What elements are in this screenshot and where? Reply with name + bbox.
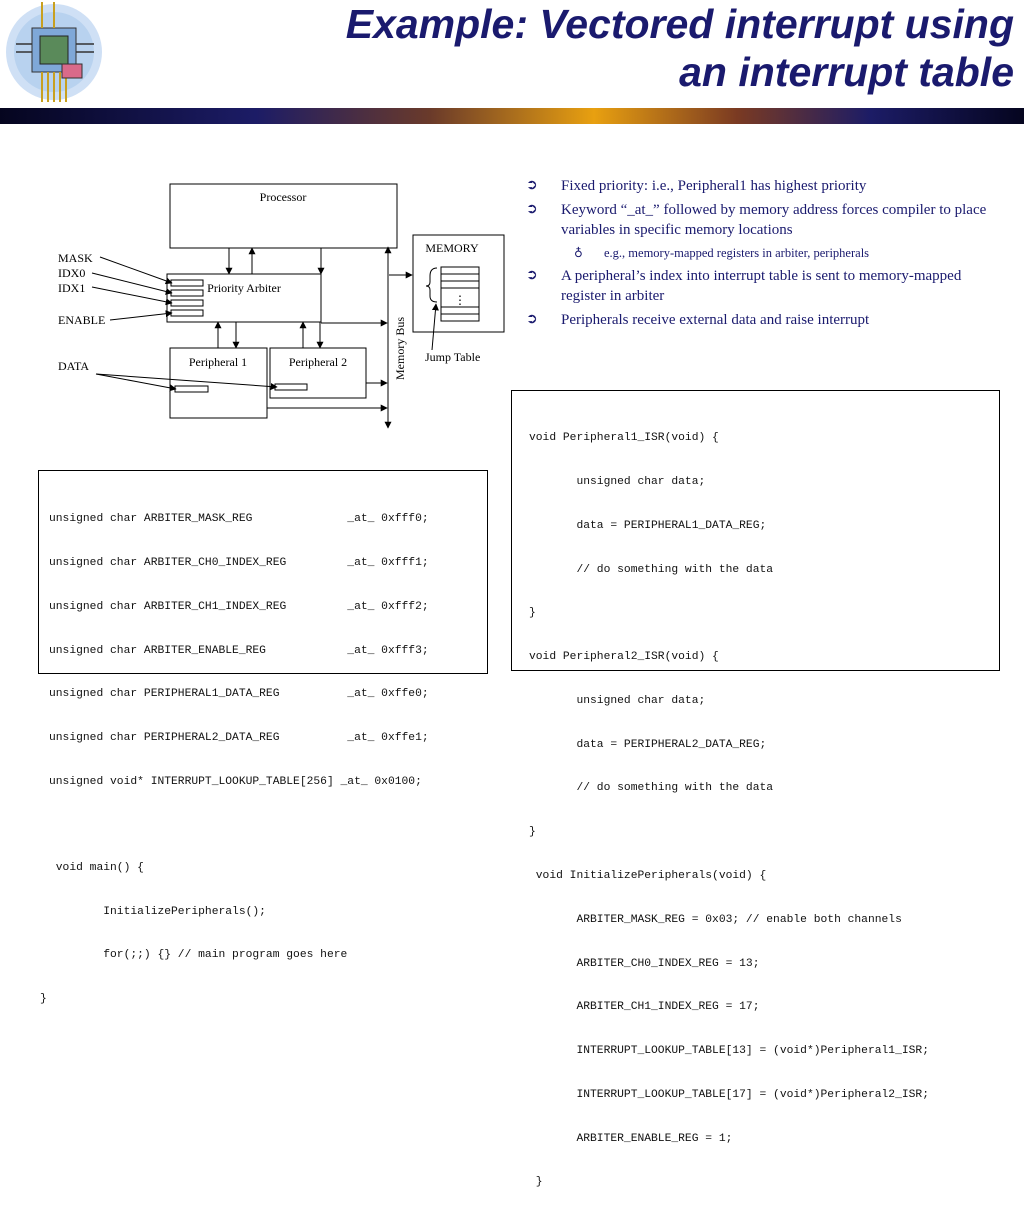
processor-box [169,183,398,249]
code-line: unsigned char data; [529,475,706,488]
code-line: ARBITER_ENABLE_REG = 1; [529,1132,733,1145]
code-line: } [529,826,536,839]
code-line: unsigned char data; [529,694,706,707]
enable-label: ENABLE [58,313,105,327]
peripheral1-label: Peripheral 1 [189,355,247,369]
bullet-item: ➲A peripheral’s index into interrupt tab… [526,268,962,304]
bullet-item: ➲Peripherals receive external data and r… [526,312,870,328]
code-line: for(;;) {} // main program goes here [49,949,348,962]
jump-table-brace [425,267,438,303]
declarations-code-box: unsigned char ARBITER_MASK_REG _at_ 0xff… [38,470,488,1005]
priority-arbiter-label: Priority Arbiter [207,281,281,295]
code-line: unsigned char ARBITER_CH1_INDEX_REG _at_… [49,600,429,613]
code-line: data = PERIPHERAL2_DATA_REG; [529,738,767,751]
jump-table-label: Jump Table [425,350,480,364]
code-line: } [529,607,536,620]
data-label: DATA [58,359,89,373]
code-line: // do something with the data [529,563,774,576]
code-line: INTERRUPT_LOOKUP_TABLE[13] = (void*)Peri… [529,1045,929,1058]
processor-label: Processor [260,190,307,204]
arbiter-mask-register [170,279,204,287]
code-line: ARBITER_MASK_REG = 0x03; // enable both … [529,913,902,926]
idx1-label: IDX1 [58,281,85,295]
jump-table-cells [440,266,480,322]
code-line: ARBITER_CH1_INDEX_REG = 17; [529,1001,760,1014]
code-line: unsigned char ARBITER_ENABLE_REG _at_ 0x… [49,644,429,657]
arrow-bullet-icon: ➲ [526,202,538,217]
idx0-label: IDX0 [58,266,85,280]
code-line: // do something with the data [529,782,774,795]
arbiter-idx0-register [170,289,204,297]
peripheral1-data-register [174,385,209,393]
title-divider-bar [0,108,1024,124]
code-line: unsigned char ARBITER_MASK_REG _at_ 0xff… [49,513,429,526]
sub-bullet-item: ♁e.g., memory-mapped registers in arbite… [574,246,870,260]
arbiter-enable-register [170,309,204,317]
code-line: void main() { [49,861,144,874]
interrupt-diagram: Processor Priority Arbiter Peripheral 1 … [58,183,505,429]
bullet-item: ➲Fixed priority: i.e., Peripheral1 has h… [526,178,867,194]
code-line: data = PERIPHERAL1_DATA_REG; [529,519,767,532]
code-line: } [529,1176,543,1189]
sub-bullet-icon: ♁ [574,246,583,260]
code-line: } [40,993,47,1006]
memory-bus-label: Memory Bus [393,317,407,380]
code-line: void InitializePeripherals(void) { [529,870,767,882]
code-line: void Peripheral1_ISR(void) { [529,432,719,445]
code-line: InitializePeripherals(); [49,905,266,918]
isr-code-box: void Peripheral1_ISR(void) { unsigned ch… [511,390,1000,1188]
code-line: unsigned char PERIPHERAL2_DATA_REG _at_ … [49,732,429,745]
chip-logo-icon [6,2,102,102]
bullet-item: ➲Keyword “_at_” followed by memory addre… [526,202,987,238]
code-line: INTERRUPT_LOOKUP_TABLE[17] = (void*)Peri… [529,1088,929,1101]
slide-title: Example: Vectored interrupt using an int… [254,0,1014,96]
bullet-list: ➲Fixed priority: i.e., Peripheral1 has h… [524,176,1004,334]
code-line: ARBITER_CH0_INDEX_REG = 13; [529,957,760,970]
mask-label: MASK [58,251,93,265]
slide-title-line-1: Example: Vectored interrupt using [345,1,1014,47]
code-line: void Peripheral2_ISR(void) { [529,651,719,664]
code-line: unsigned char ARBITER_CH0_INDEX_REG _at_… [49,556,429,569]
code-line: unsigned char PERIPHERAL1_DATA_REG _at_ … [49,688,429,701]
code-line: unsigned void* INTERRUPT_LOOKUP_TABLE[25… [49,775,422,788]
arrow-bullet-icon: ➲ [526,268,538,283]
peripheral2-label: Peripheral 2 [289,355,347,369]
slide-title-line-2: an interrupt table [679,49,1014,95]
memory-label: MEMORY [425,241,479,255]
arrow-bullet-icon: ➲ [526,178,538,193]
arbiter-idx1-register [170,299,204,307]
peripheral2-data-register [274,383,308,391]
arrow-bullet-icon: ➲ [526,312,538,327]
jump-table-ellipsis: ⋮ [454,293,466,307]
